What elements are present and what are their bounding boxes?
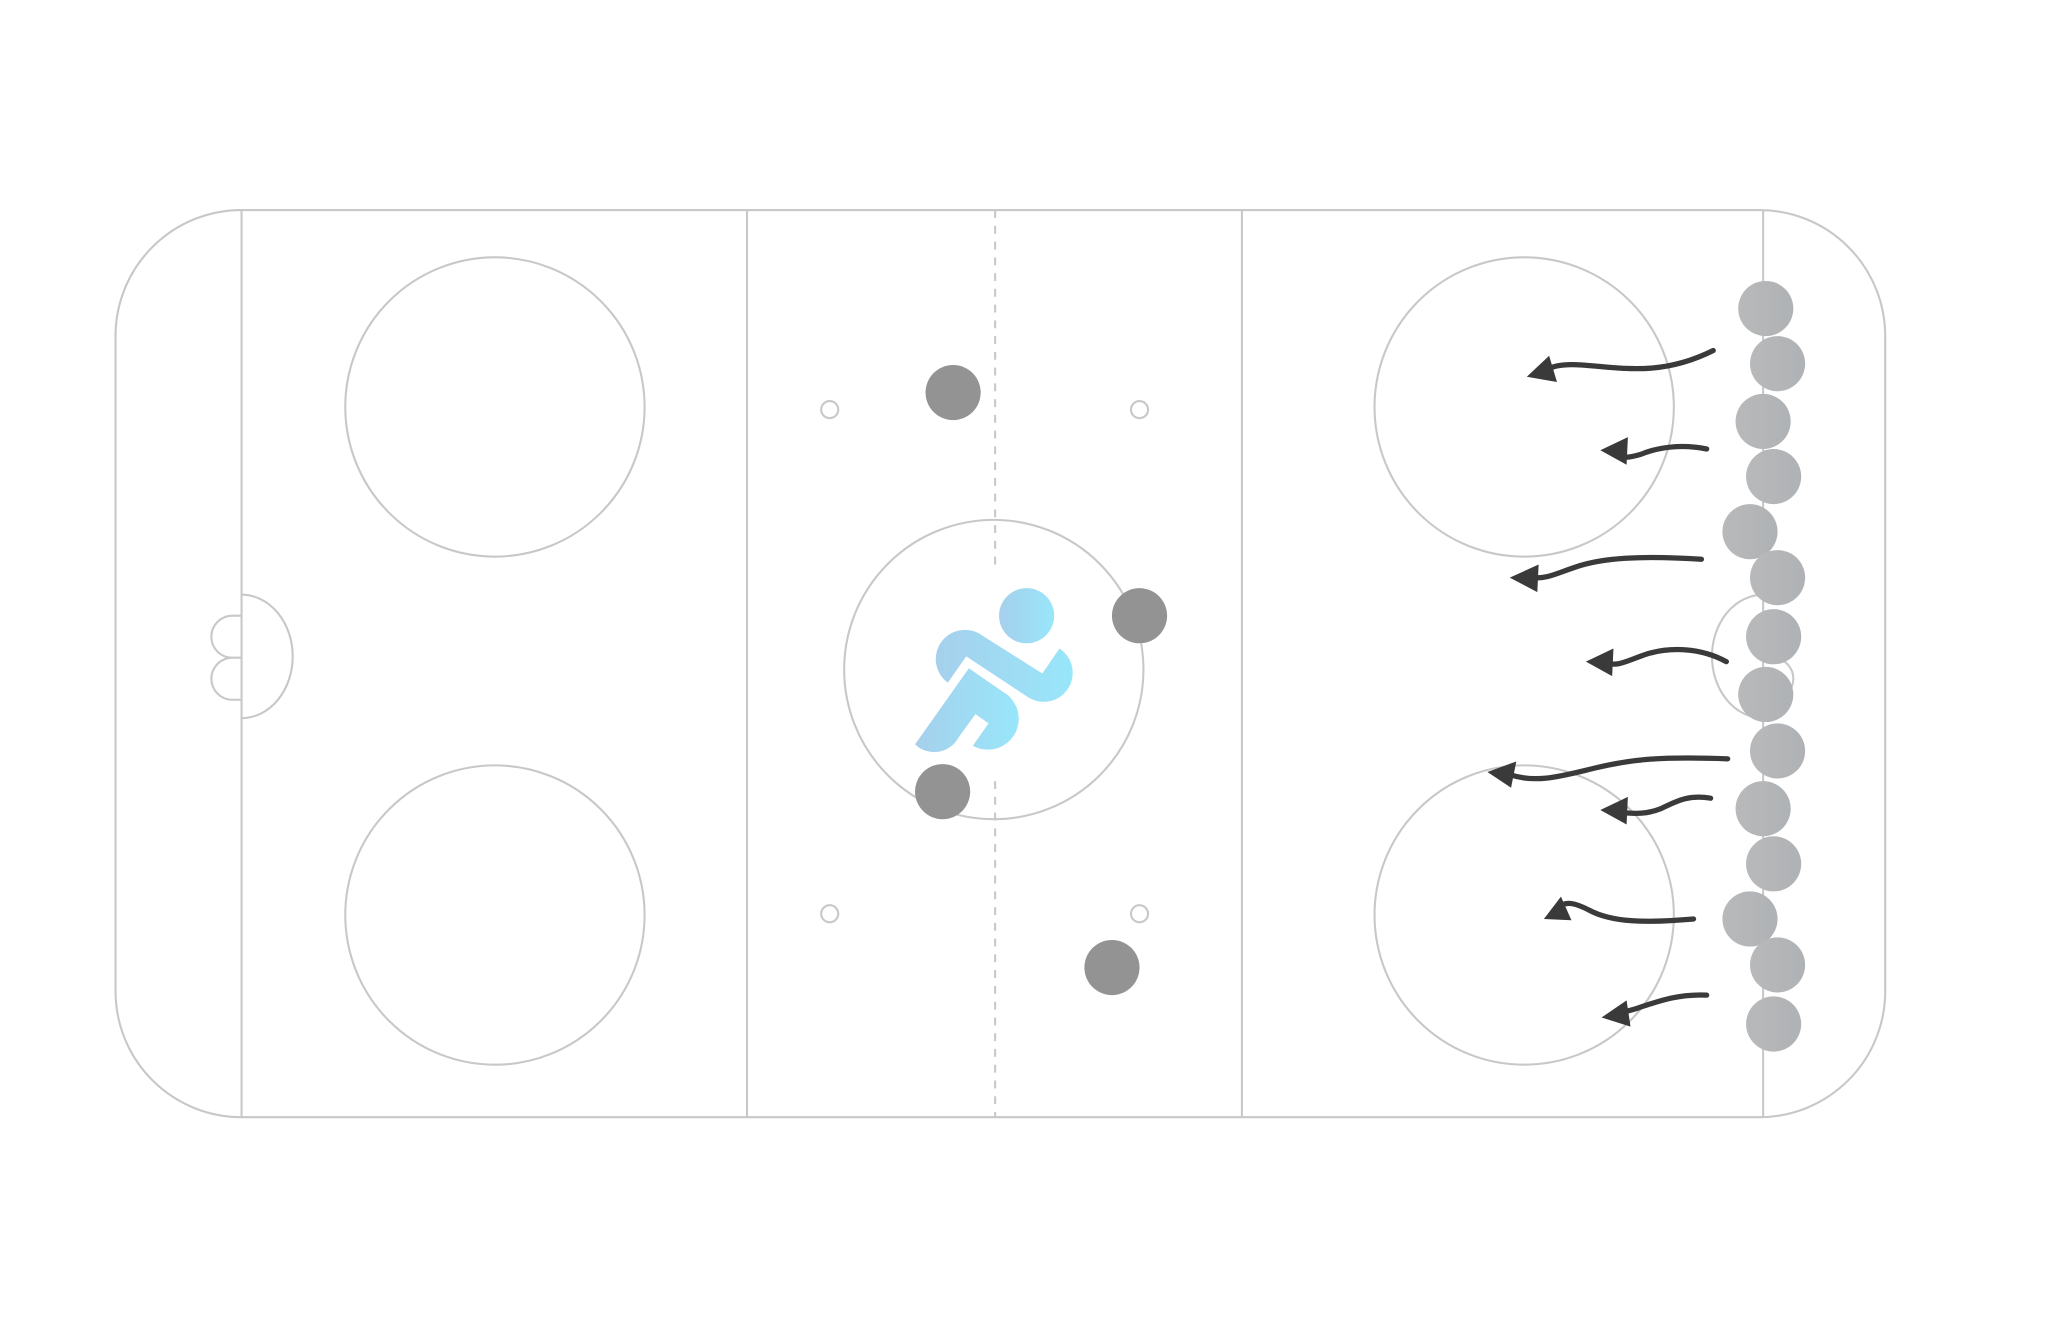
player-marker-icon[interactable] xyxy=(1738,666,1794,723)
arrow-head-icon xyxy=(1600,437,1628,465)
faceoff-circle-top-left xyxy=(344,256,646,558)
arrow-path xyxy=(1620,794,1714,816)
player-marker-icon[interactable] xyxy=(1738,280,1794,337)
arrow-head-icon xyxy=(1601,1000,1631,1027)
boards xyxy=(114,209,1887,1119)
faceoff-dot xyxy=(1129,400,1150,420)
skating-arrow-icon xyxy=(1585,646,1729,677)
faceoff-dot xyxy=(820,400,840,420)
skating-arrow-icon xyxy=(1526,347,1716,383)
faceoff-circle-bottom-right xyxy=(1373,764,1675,1066)
player-marker-icon[interactable] xyxy=(1749,723,1806,779)
skating-arrow-icon xyxy=(1487,755,1731,788)
player-marker-icon[interactable] xyxy=(1749,336,1806,392)
player-marker-icon[interactable] xyxy=(1746,448,1802,505)
skater-logo-icon xyxy=(915,588,1073,753)
player-marker-icon[interactable] xyxy=(1746,996,1802,1052)
arrow-head-icon xyxy=(1585,648,1614,677)
arrow-head-icon xyxy=(1543,896,1572,921)
arrow-path xyxy=(1543,347,1716,373)
skating-arrow-icon xyxy=(1543,896,1697,924)
skating-arrow-icon xyxy=(1600,794,1714,825)
arrow-path xyxy=(1605,646,1729,667)
player-marker-icon[interactable] xyxy=(1749,937,1806,993)
player-marker-icon[interactable] xyxy=(1111,588,1168,644)
arrow-path xyxy=(1555,900,1697,924)
player-marker-icon[interactable] xyxy=(1735,393,1791,449)
left-goal-net xyxy=(210,614,242,701)
center-circle xyxy=(843,518,1145,821)
arrow-path xyxy=(1620,992,1710,1015)
player-marker-icon[interactable] xyxy=(1722,504,1778,560)
left-crease xyxy=(241,593,294,720)
player-marker-icon[interactable] xyxy=(1749,550,1806,606)
player-marker-icon[interactable] xyxy=(915,764,971,820)
skating-arrow-icon xyxy=(1601,992,1710,1027)
arrow-path xyxy=(1614,443,1710,460)
player-marker-icon[interactable] xyxy=(925,364,981,421)
faceoff-circle-bottom-left xyxy=(344,764,646,1066)
arrow-path xyxy=(1530,554,1705,581)
faceoff-circle-top-right xyxy=(1373,256,1675,558)
faceoff-dot xyxy=(1129,904,1150,924)
skating-arrow-icon xyxy=(1509,554,1705,593)
player-marker-icon[interactable] xyxy=(1746,609,1802,665)
arrow-head-icon xyxy=(1487,761,1517,788)
skating-arrow-icon xyxy=(1600,437,1710,465)
player-marker-icon[interactable] xyxy=(1722,891,1778,947)
arrow-head-icon xyxy=(1600,796,1628,825)
arrow-path xyxy=(1507,755,1731,782)
player-marker-icon[interactable] xyxy=(1746,836,1802,892)
player-marker-icon[interactable] xyxy=(1735,781,1791,837)
faceoff-dot xyxy=(820,904,840,924)
player-marker-icon[interactable] xyxy=(1084,939,1140,996)
arrow-head-icon xyxy=(1526,355,1558,383)
arrow-head-icon xyxy=(1509,564,1539,593)
